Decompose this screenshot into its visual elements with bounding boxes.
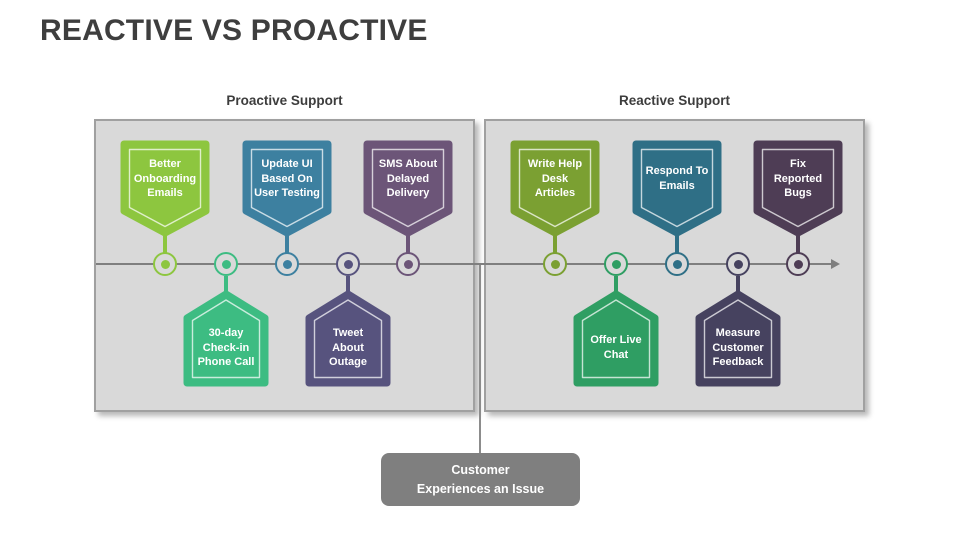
- timeline-item-better-onboarding-emails: Better Onboarding Emails: [120, 140, 210, 276]
- timeline-node: [786, 252, 810, 276]
- badge-down-icon: [120, 140, 210, 237]
- item-label: Tweet About Outage: [329, 327, 367, 369]
- timeline-item-update-ui: Update UI Based On User Testing: [242, 140, 332, 276]
- timeline-node: [214, 252, 238, 276]
- badge-down-icon: [242, 140, 332, 237]
- timeline-item-sms-delayed-delivery: SMS About Delayed Delivery: [363, 140, 453, 276]
- badge-up-icon: [305, 290, 391, 387]
- item-label: Update UI Based On User Testing: [254, 158, 320, 200]
- timeline-item-respond-to-emails: Respond To Emails: [632, 140, 722, 276]
- item-label: 30-day Check-in Phone Call: [197, 327, 255, 369]
- timeline-node: [336, 252, 360, 276]
- timeline-item-offer-live-chat: Offer Live Chat: [573, 252, 659, 387]
- timeline-item-write-help-desk-articles: Write Help Desk Articles: [510, 140, 600, 276]
- badge-down-icon: [632, 140, 722, 237]
- badge-down-icon: [753, 140, 843, 237]
- reactive-panel-header: Reactive Support: [618, 93, 731, 108]
- item-stem: [614, 276, 618, 292]
- badge-down-icon: [363, 140, 453, 237]
- timeline-item-fix-reported-bugs: Fix Reported Bugs: [753, 140, 843, 276]
- item-stem: [736, 276, 740, 292]
- timeline-node: [396, 252, 420, 276]
- timeline-arrowhead-icon: [831, 259, 840, 269]
- timeline-node: [543, 252, 567, 276]
- item-label: Respond To Emails: [645, 165, 709, 192]
- item-stem: [796, 234, 800, 253]
- badge-up-icon: [573, 290, 659, 387]
- callout-connector-line: [479, 264, 481, 454]
- badge-up-icon: [695, 290, 781, 387]
- item-stem: [553, 234, 557, 253]
- badge-up-icon: [183, 290, 269, 387]
- badge-down-icon: [510, 140, 600, 237]
- item-label: Write Help Desk Articles: [527, 158, 583, 200]
- item-stem: [675, 234, 679, 253]
- timeline-item-30-day-check-in: 30-day Check-in Phone Call: [183, 252, 269, 387]
- timeline-node: [726, 252, 750, 276]
- timeline-node: [275, 252, 299, 276]
- item-stem: [346, 276, 350, 292]
- callout-label: Customer Experiences an Issue: [416, 463, 545, 496]
- customer-issue-callout: Customer Experiences an Issue: [381, 453, 580, 506]
- timeline-node: [665, 252, 689, 276]
- timeline-line: [96, 263, 832, 265]
- item-stem: [224, 276, 228, 292]
- item-label: Offer Live Chat: [590, 334, 642, 361]
- timeline-node: [604, 252, 628, 276]
- item-label: Measure Customer Feedback: [712, 327, 764, 369]
- timeline-item-measure-customer-feedback: Measure Customer Feedback: [695, 252, 781, 387]
- proactive-panel-header: Proactive Support: [226, 93, 343, 108]
- item-stem: [285, 234, 289, 253]
- item-stem: [406, 234, 410, 253]
- page-title: REACTIVE VS PROACTIVE: [40, 14, 428, 47]
- timeline-node: [153, 252, 177, 276]
- item-label: Better Onboarding Emails: [133, 158, 197, 200]
- item-label: SMS About Delayed Delivery: [378, 158, 438, 200]
- timeline-item-tweet-about-outage: Tweet About Outage: [305, 252, 391, 387]
- item-stem: [163, 234, 167, 253]
- item-label: Fix Reported Bugs: [773, 158, 823, 200]
